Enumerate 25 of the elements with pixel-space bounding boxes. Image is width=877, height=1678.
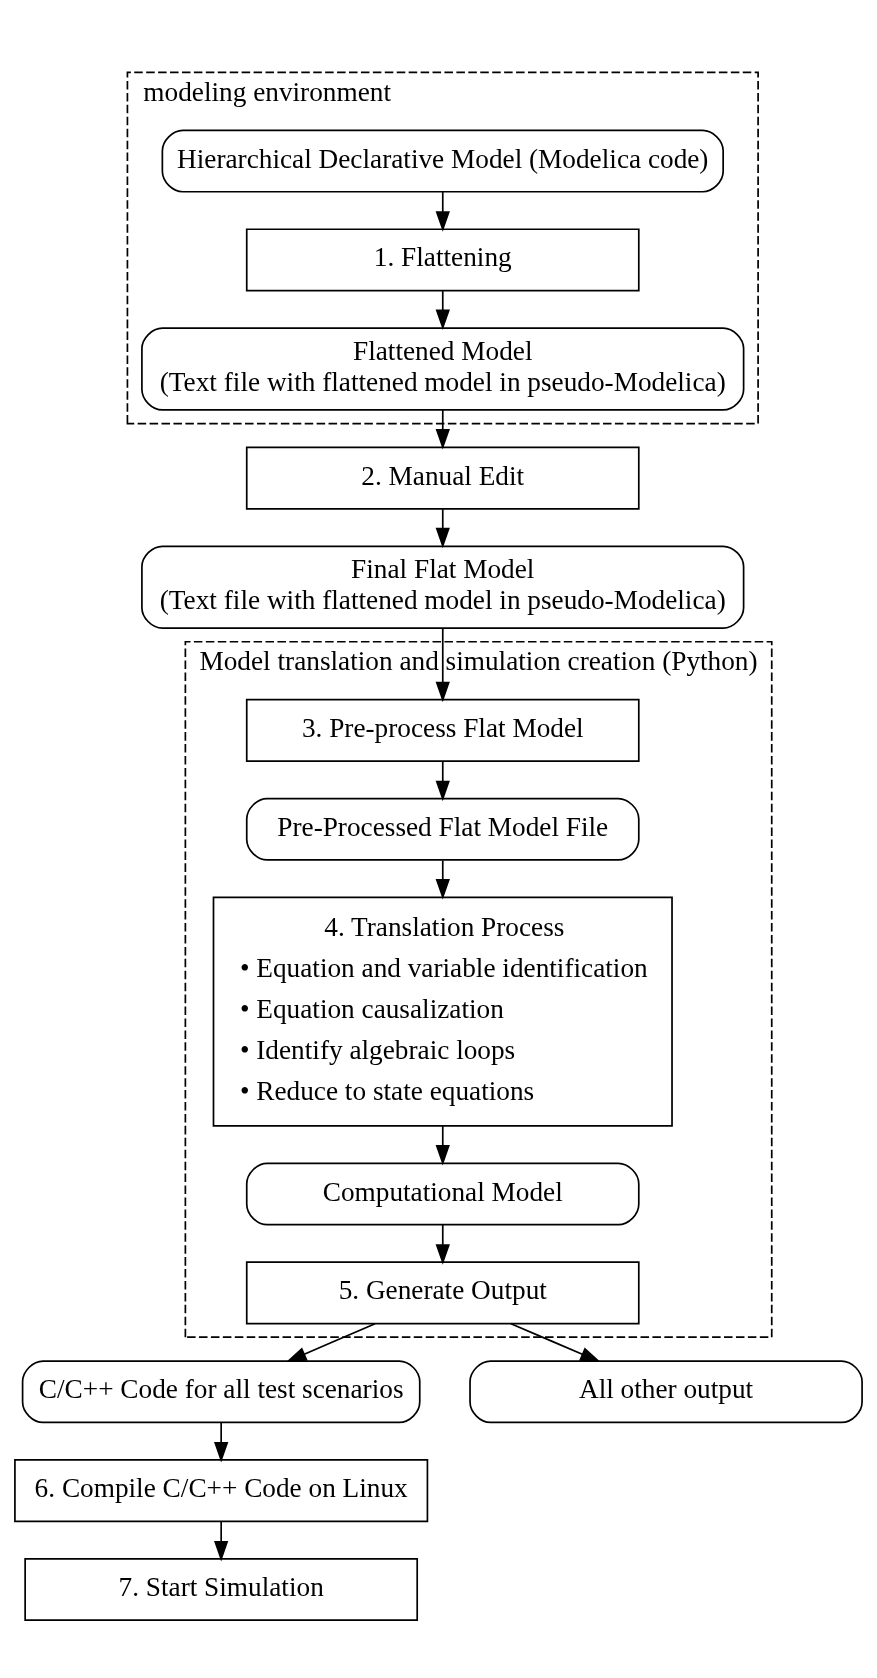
- arrow: [435, 190, 450, 232]
- node-box: Pre-Processed Flat Model File: [245, 797, 640, 861]
- arrow: [435, 1223, 450, 1265]
- node-box: 2. Manual Edit: [245, 446, 640, 510]
- arrow: [435, 289, 450, 330]
- arrow: [214, 1421, 229, 1463]
- arrow: [435, 408, 450, 450]
- arrow: [435, 1124, 450, 1165]
- node-box: All other output: [469, 1359, 863, 1423]
- arrow: [435, 859, 450, 899]
- node-box: Computational Model: [245, 1162, 640, 1226]
- node-box: 7. Start Simulation: [24, 1557, 419, 1621]
- node-box: 6. Compile C/C++ Code on Linux: [14, 1458, 429, 1522]
- arrow: [435, 507, 450, 548]
- node-box: C/C++ Code for all test scenarios: [21, 1359, 421, 1423]
- arrow: [435, 627, 450, 702]
- node-box: Final Flat Model (Text file with flattened model in pseudo-Modelica): [141, 544, 745, 629]
- arrow: [214, 1520, 229, 1561]
- node-box: 5. Generate Output: [245, 1260, 640, 1324]
- node-box: 1. Flattening: [245, 227, 640, 291]
- arrow: [435, 759, 450, 801]
- node-box: 4. Translation Process • Equation and variable identification • Equation causalization • Identify algebraic loops • Reduce to state equations: [212, 896, 673, 1127]
- node-box: Flattened Model (Text file with flattened model in pseudo-Modelica): [141, 326, 745, 411]
- node-box: Hierarchical Declarative Model (Modelica code): [161, 129, 724, 193]
- node-box: 3. Pre-process Flat Model: [245, 698, 640, 762]
